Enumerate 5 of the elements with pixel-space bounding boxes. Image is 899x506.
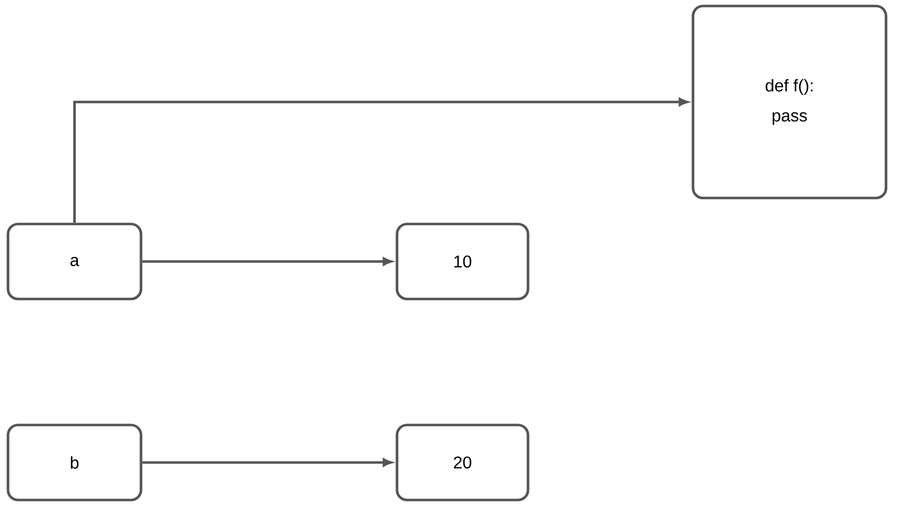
process-box: 20 bbox=[396, 424, 530, 502]
process-box: b bbox=[6, 424, 142, 502]
process-box: a bbox=[6, 222, 142, 300]
process-box: def f(): pass bbox=[692, 4, 888, 200]
process-box: 10 bbox=[396, 222, 530, 300]
